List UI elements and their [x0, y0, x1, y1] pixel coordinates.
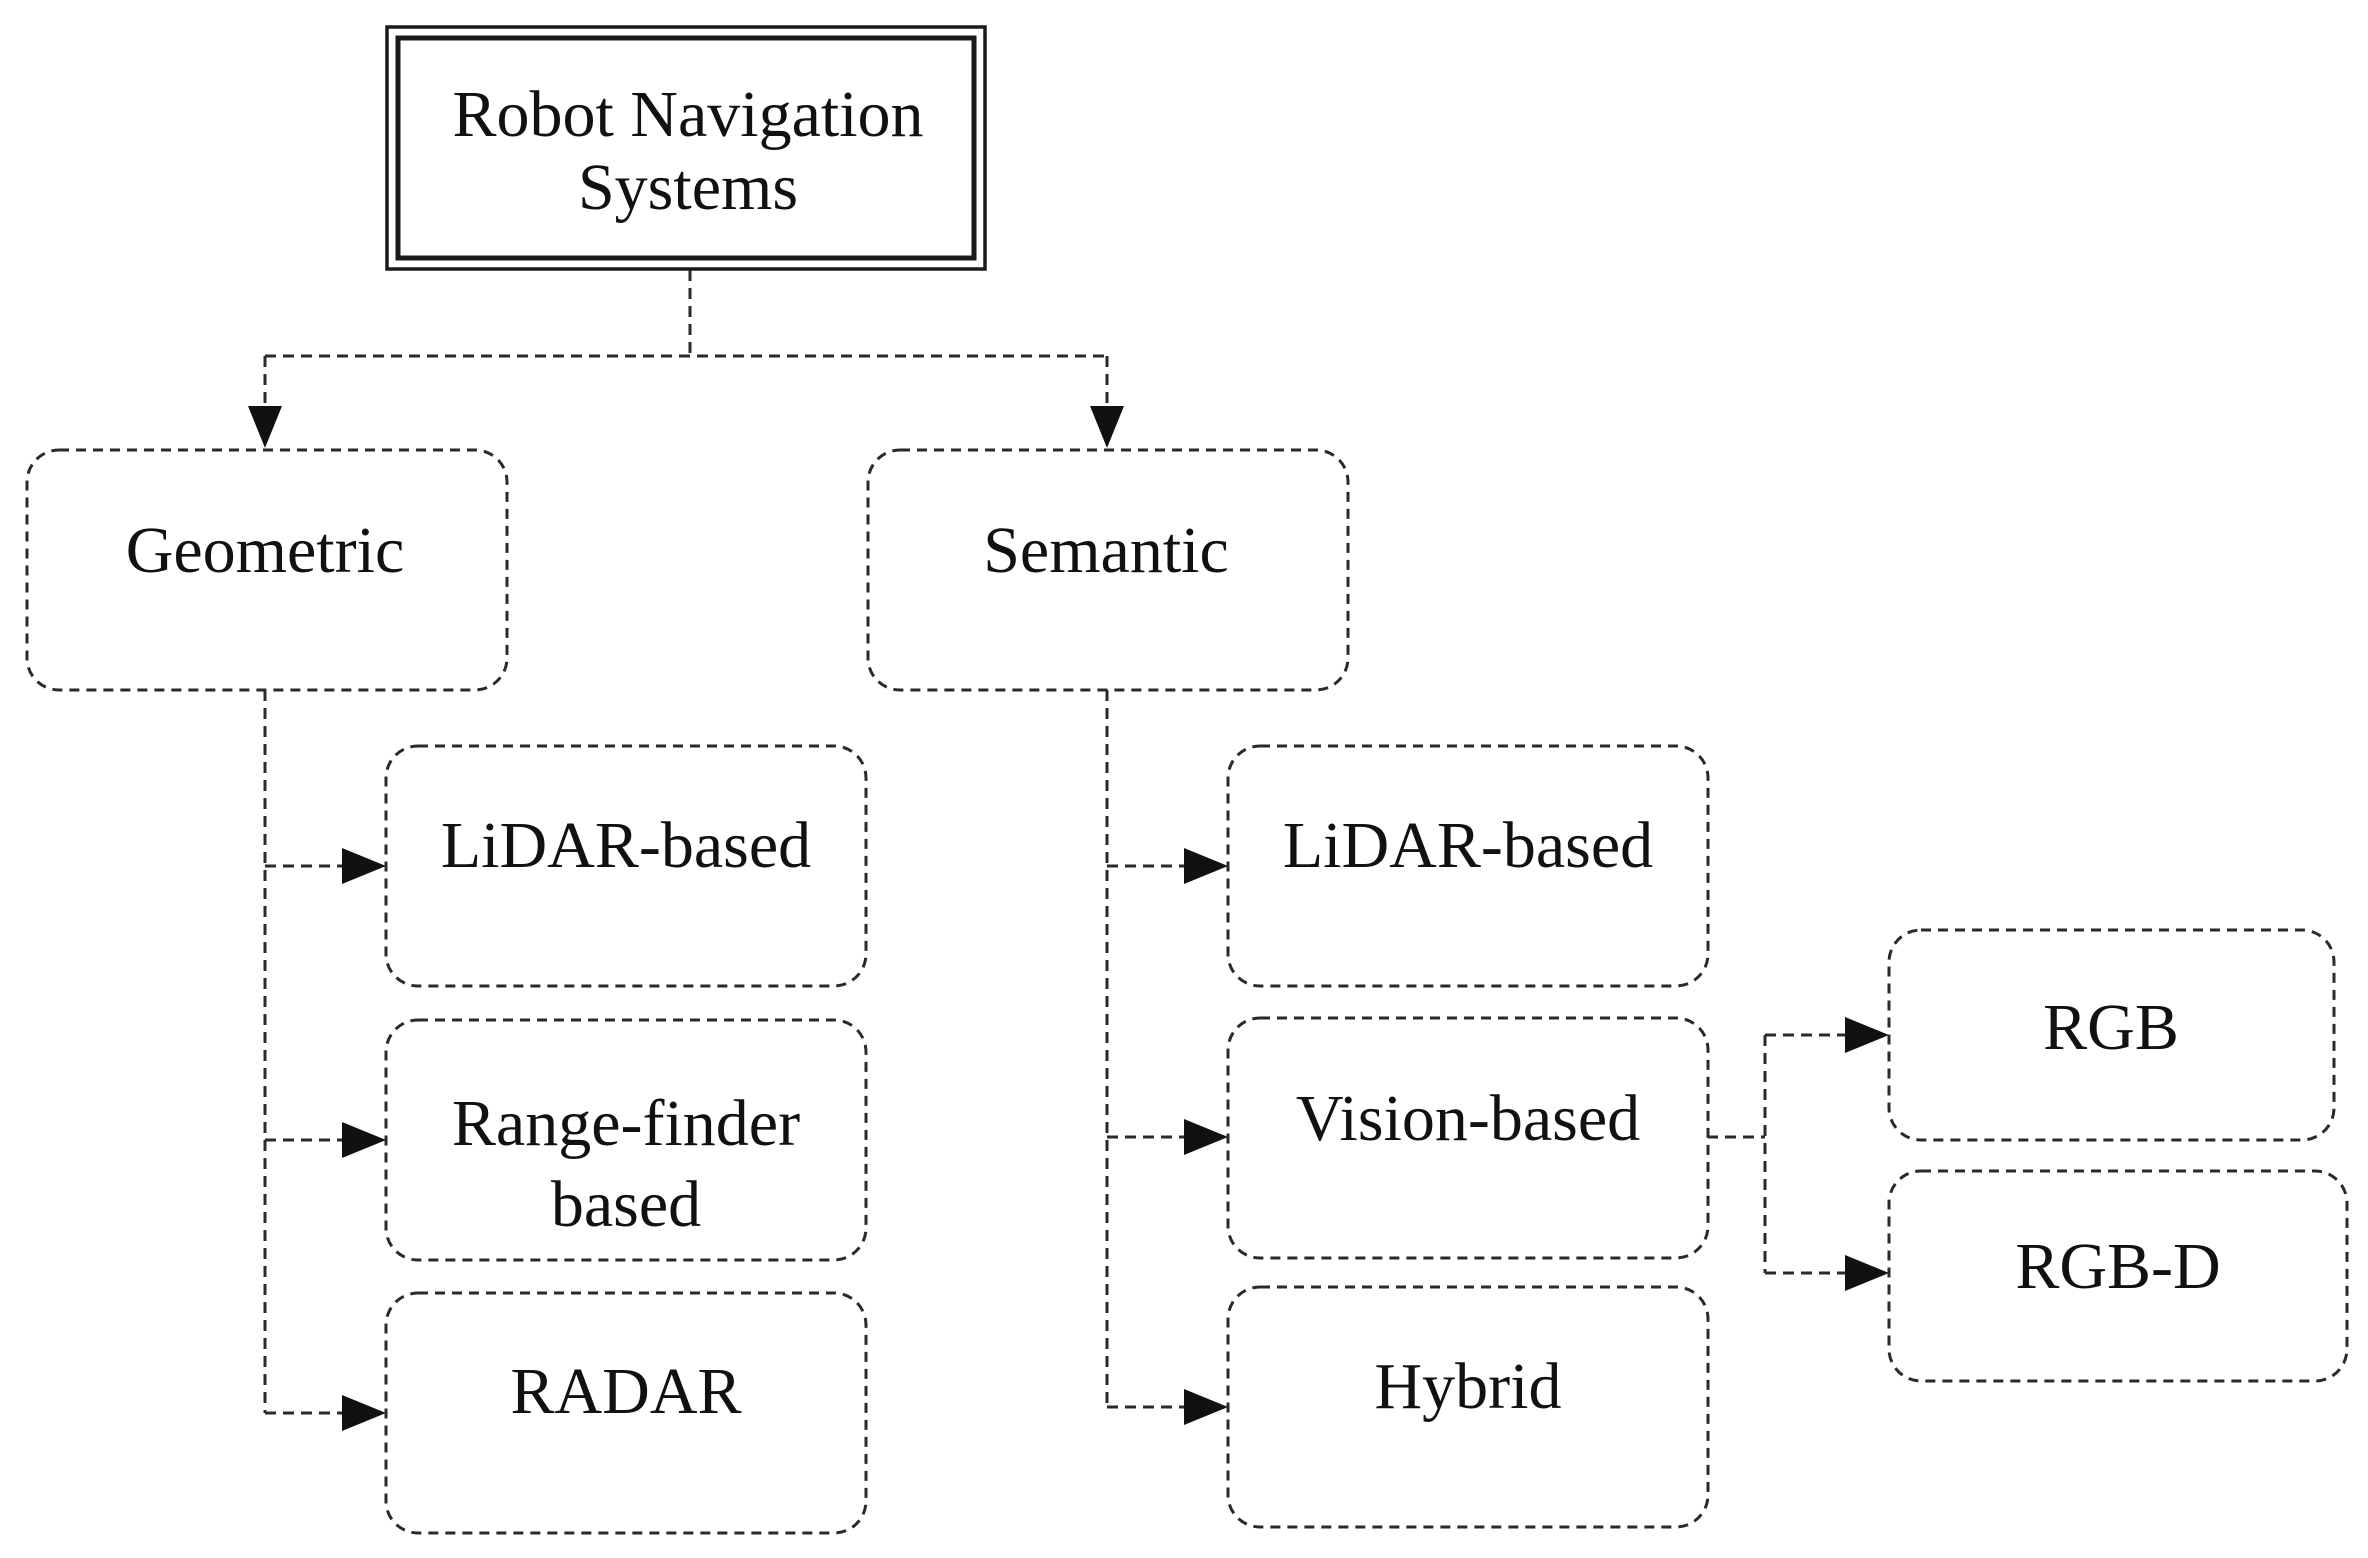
- root-node-label-line1: Robot Navigation: [452, 78, 923, 151]
- arrowhead-geo-rangefinder: [342, 1122, 386, 1158]
- semantic-node: Semantic: [866, 448, 1350, 692]
- arrowheads: [248, 406, 1889, 1431]
- vision-rgbd-node: RGB-D: [1887, 1169, 2349, 1383]
- geometric-node-label: Geometric: [126, 514, 405, 587]
- geometric-node: Geometric: [25, 448, 509, 692]
- root-node: Robot Navigation Systems: [385, 25, 987, 271]
- root-node-label-line2: Systems: [578, 151, 798, 224]
- semantic-lidar-node: LiDAR-based: [1226, 744, 1710, 988]
- arrowhead-vision-rgbd: [1845, 1255, 1889, 1291]
- vision-rgbd-label: RGB-D: [2015, 1230, 2220, 1303]
- arrowhead-geo-lidar: [342, 848, 386, 884]
- geometric-rangefinder-label-line1: Range-finder: [452, 1087, 800, 1160]
- vision-rgb-label: RGB: [2043, 991, 2179, 1064]
- geometric-rangefinder-label-line2: based: [551, 1168, 701, 1241]
- geometric-lidar-label: LiDAR-based: [441, 809, 811, 882]
- geometric-radar-node: RADAR: [384, 1291, 868, 1535]
- geometric-radar-label: RADAR: [510, 1355, 741, 1428]
- semantic-vision-node: Vision-based: [1226, 1016, 1710, 1260]
- arrowhead-sem-lidar: [1184, 848, 1228, 884]
- arrowhead-geo-radar: [342, 1395, 386, 1431]
- arrowhead-to-geometric: [248, 406, 282, 448]
- semantic-hybrid-label: Hybrid: [1375, 1350, 1562, 1423]
- arrowhead-to-semantic: [1090, 406, 1124, 448]
- semantic-hybrid-node: Hybrid: [1226, 1285, 1710, 1529]
- semantic-lidar-label: LiDAR-based: [1283, 809, 1653, 882]
- arrowhead-sem-vision: [1184, 1119, 1228, 1155]
- semantic-vision-label: Vision-based: [1296, 1082, 1640, 1155]
- geometric-rangefinder-node: Range-finder based: [384, 1018, 868, 1262]
- semantic-node-label: Semantic: [983, 514, 1229, 587]
- geometric-lidar-node: LiDAR-based: [384, 744, 868, 988]
- arrowhead-vision-rgb: [1845, 1017, 1889, 1053]
- vision-rgb-node: RGB: [1887, 928, 2336, 1142]
- connectors: [263, 270, 1848, 1415]
- arrowhead-sem-hybrid: [1184, 1389, 1228, 1425]
